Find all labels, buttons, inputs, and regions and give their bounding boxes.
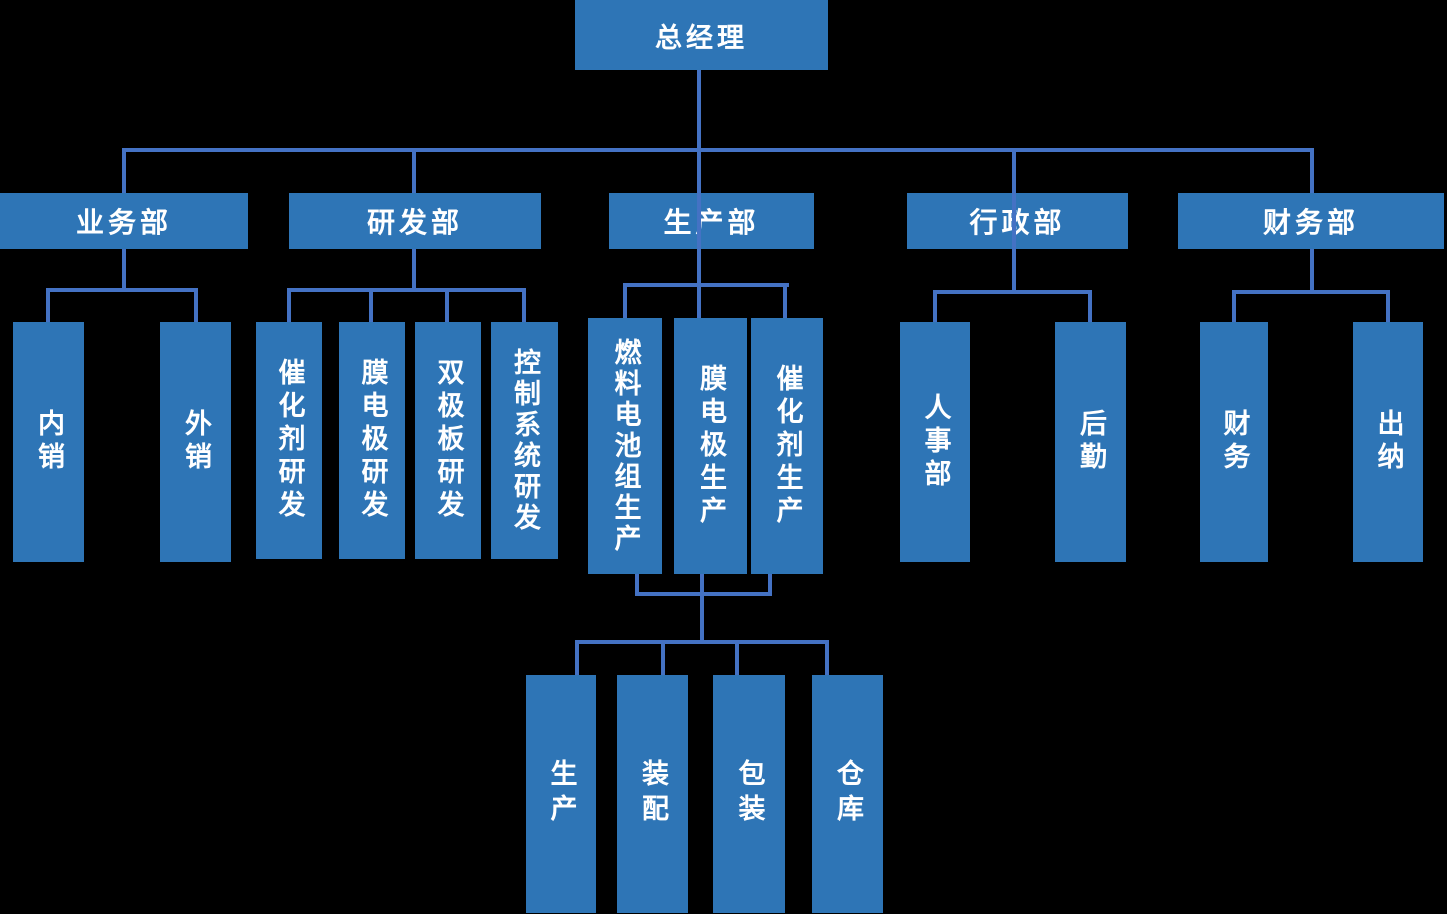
node-membrane-electrode-rd: 膜电极研发 [339, 322, 405, 559]
node-cashier: 出纳 [1353, 322, 1423, 562]
connector-assembly-stub [661, 644, 665, 675]
connector-business-bottom-stub [122, 249, 126, 288]
connector-control-system-rd-stub [522, 292, 526, 322]
connector-logistics-stub [1088, 294, 1092, 322]
connector-finance-child-stub [1232, 294, 1236, 322]
node-control-system-rd: 控制系统研发 [491, 322, 558, 559]
connector-fuel-cell-stack-stub [623, 287, 627, 318]
connector-main-bar [122, 148, 1314, 152]
connector-rd-top-stub [412, 152, 416, 193]
connector-cashier-stub [1386, 294, 1390, 322]
connector-finance-bar [1232, 290, 1390, 294]
connector-warehouse-stub [825, 644, 829, 675]
node-warehouse: 仓库 [812, 675, 883, 913]
node-assembly: 装配 [617, 675, 688, 913]
node-catalyst-production: 催化剂生产 [751, 318, 823, 574]
connector-finance-top-stub [1310, 152, 1314, 193]
connector-production-trunk [697, 150, 701, 283]
connector-prod-group-stub-right [768, 574, 772, 592]
connector-admin-bar [933, 290, 1092, 294]
connector-production-subunit-stub [575, 644, 579, 675]
connector-bipolar-plate-rd-stub [445, 292, 449, 322]
node-finance-dept: 财务部 [1178, 193, 1444, 249]
node-production-dept: 生产部 [609, 193, 814, 249]
connector-prod-group-stub-mid [700, 574, 704, 592]
connector-export-sales-stub [194, 292, 198, 322]
node-catalyst-rd: 催化剂研发 [256, 322, 322, 559]
node-finance: 财务 [1200, 322, 1268, 562]
connector-prod-group-bar [635, 592, 772, 596]
node-admin-dept: 行政部 [907, 193, 1128, 249]
node-production: 生产 [526, 675, 596, 913]
connector-production-bar [623, 283, 789, 287]
node-general-manager: 总经理 [575, 0, 828, 70]
connector-business-top-stub [122, 152, 126, 193]
connector-hr-stub [933, 294, 937, 322]
connector-admin-trunk [1012, 152, 1016, 290]
node-domestic-sales: 内销 [13, 322, 84, 562]
node-rd-dept: 研发部 [289, 193, 541, 249]
connector-rd-bar [287, 288, 526, 292]
connector-packaging-stub [735, 644, 739, 675]
connector-business-bar [46, 288, 198, 292]
node-logistics: 后勤 [1055, 322, 1126, 562]
connector-finance-bottom-stub [1310, 249, 1314, 290]
node-export-sales: 外销 [160, 322, 231, 562]
connector-catalyst-rd-stub [287, 292, 291, 322]
connector-subunit-bar [575, 640, 829, 644]
node-membrane-electrode-production: 膜电极生产 [674, 318, 747, 574]
connector-prod-group-stub-left [635, 574, 639, 592]
connector-domestic-sales-stub [46, 292, 50, 322]
connector-root-trunk [697, 70, 701, 150]
connector-membrane-electrode-rd-stub [369, 292, 373, 322]
node-hr-dept: 人事部 [900, 322, 970, 562]
node-bipolar-plate-rd: 双极板研发 [415, 322, 481, 559]
connector-prod-group-trunk [700, 596, 704, 640]
node-business-dept: 业务部 [0, 193, 248, 249]
connector-rd-bottom-stub [412, 249, 416, 288]
connector-catalyst-prod-stub [783, 287, 787, 318]
connector-membrane-electrode-prod-stub [697, 287, 701, 318]
node-packaging: 包装 [713, 675, 785, 913]
node-fuel-cell-stack-production: 燃料电池组生产 [588, 318, 662, 574]
